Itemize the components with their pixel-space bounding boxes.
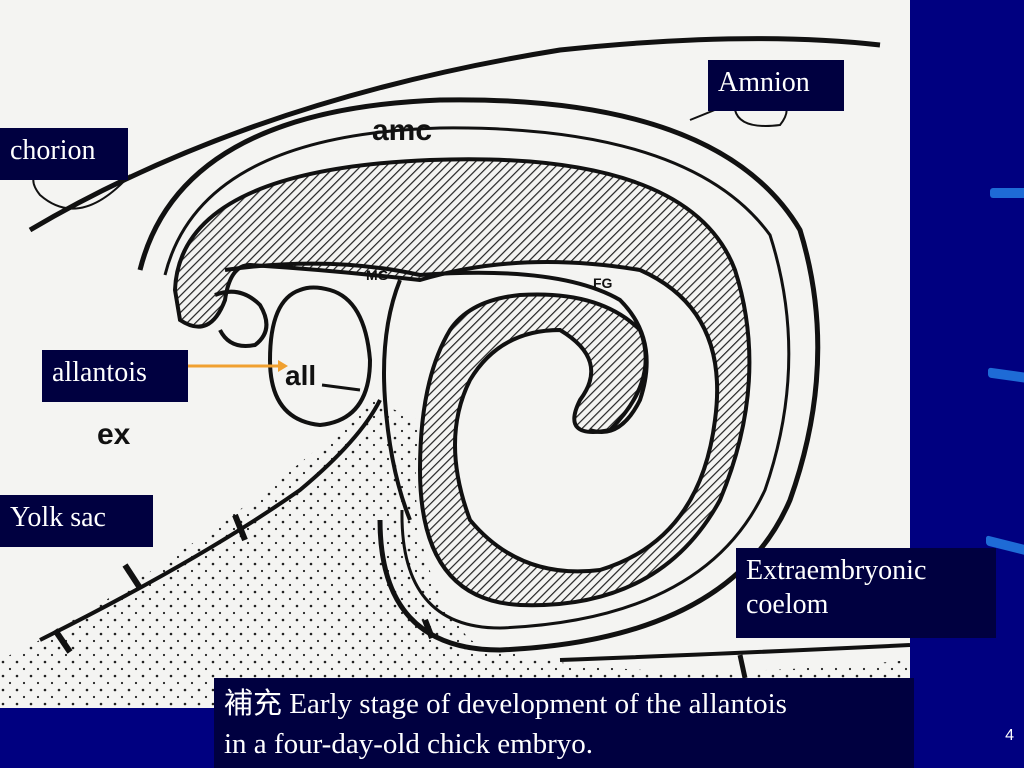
yolk-region [0,400,910,708]
embryo-diagram: amc MG FG all ex [0,0,910,708]
callout-amnion: Amnion [708,60,844,111]
caption-line2: in a four-day-old chick embryo. [224,728,594,760]
yolk-sac-villus [122,563,143,590]
callout-chorion: chorion [0,128,128,180]
yolk-sac-lower-edge [559,643,910,662]
yolk-sac-villus [52,628,73,654]
label-ex: ex [97,418,131,451]
callout-extraembryonic-line1: Extraembryonic [746,555,927,586]
label-mg: MG [366,267,389,283]
slide-caption: 補充 Early stage of development of the all… [214,678,914,768]
yolk-sac-villus [737,654,748,679]
allantois-sac [267,285,373,428]
label-amc: amc [372,114,432,147]
callout-allantois: allantois [42,350,188,402]
amnion-inner [163,126,791,630]
decor-bar [990,188,1024,198]
callout-yolk-sac: Yolk sac [0,495,153,547]
chorion-membrane [28,36,881,233]
midgut [382,279,412,521]
foregut [224,261,649,434]
yolk-sac-villus [232,513,248,542]
callout-extraembryonic-line2: coelom [746,589,829,620]
yolk-sac-edge [39,399,382,642]
page-number: 4 [1005,727,1014,744]
embryo-diagram-svg: amc MG FG all ex [0,36,910,708]
amnion-outer [137,97,821,653]
all-leader [321,383,361,392]
tail-fold [214,289,269,348]
allantois-arrowhead [278,360,288,372]
caption-line1: 補充 Early stage of development of the all… [224,688,787,720]
decor-bar [988,367,1024,383]
label-all: all [285,360,316,391]
label-fg: FG [593,275,613,291]
callout-extraembryonic-coelom: Extraembryonic coelom [736,548,996,638]
yolk-sac-villus [422,618,435,640]
